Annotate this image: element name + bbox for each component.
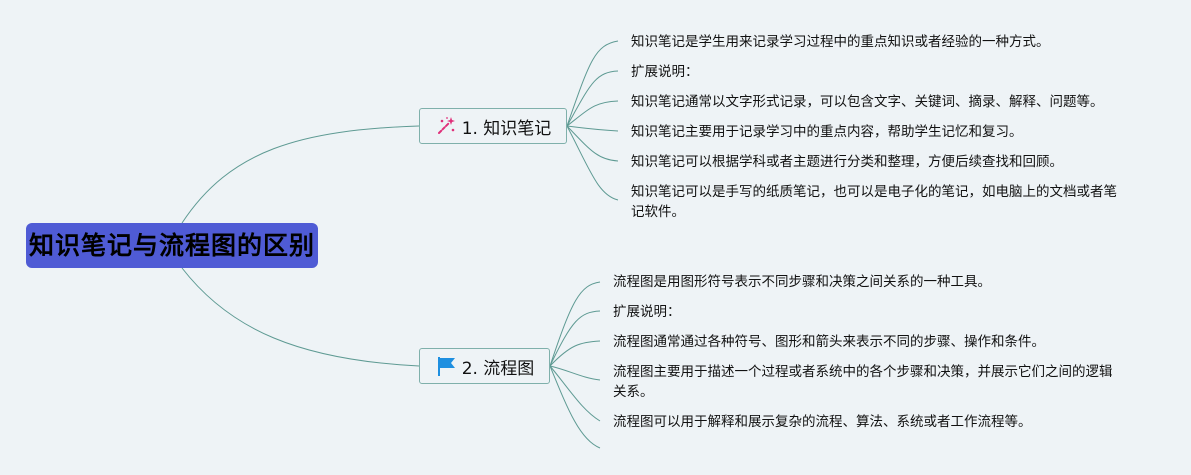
branch-1-leaf-4-connector bbox=[566, 125, 619, 132]
leaf-topic[interactable]: 知识笔记主要用于记录学习中的重点内容，帮助学生记忆和复习。 bbox=[631, 124, 1023, 140]
branch-1-leaf-2-connector bbox=[566, 70, 619, 127]
branch-topic-label: 2. 流程图 bbox=[461, 358, 535, 379]
branch-1-leaf-1-connector bbox=[566, 40, 619, 127]
leaf-topic[interactable]: 扩展说明： bbox=[613, 304, 681, 320]
leaf-topic[interactable]: 知识笔记通常以文字形式记录，可以包含文字、关键词、摘录、解释、问题等。 bbox=[631, 94, 1104, 110]
leaf-topic[interactable]: 知识笔记可以根据学科或者主题进行分类和整理，方便后续查找和回顾。 bbox=[631, 154, 1063, 170]
branch-2-leaf-5-connector bbox=[549, 365, 601, 422]
root-to-branch-1-connector bbox=[181, 125, 420, 224]
leaf-topic[interactable]: 流程图是用图形符号表示不同步骤和决策之间关系的一种工具。 bbox=[613, 274, 991, 290]
branch-topic-label: 1. 知识笔记 bbox=[461, 118, 552, 139]
flag-icon bbox=[435, 355, 457, 377]
magic-wand-icon bbox=[435, 115, 457, 137]
leaf-topic[interactable]: 流程图主要用于描述一个过程或者系统中的各个步骤和决策，并展示它们之间的逻辑关系。 bbox=[613, 364, 1113, 400]
leaf-topic[interactable]: 知识笔记可以是手写的纸质笔记，也可以是电子化的笔记，如电脑上的文档或者笔记软件。 bbox=[631, 184, 1117, 220]
branch-1-leaf-3-connector bbox=[566, 100, 619, 127]
branch-2-leaf-3-connector bbox=[549, 340, 601, 367]
branch-1-leaf-5-connector bbox=[566, 125, 619, 162]
branch-1-leaf-6-connector bbox=[566, 125, 619, 201]
branch-topic-knowledge-notes[interactable]: 1. 知识笔记 bbox=[419, 108, 567, 144]
branch-2-leaf-4-connector bbox=[549, 365, 601, 381]
leaf-topic[interactable]: 知识笔记是学生用来记录学习过程中的重点知识或者经验的一种方式。 bbox=[631, 34, 1050, 50]
branch-2-leaf-6-connector bbox=[549, 365, 601, 449]
leaf-topic[interactable]: 扩展说明： bbox=[631, 64, 699, 80]
leaf-topic[interactable]: 流程图通常通过各种符号、图形和箭头来表示不同的步骤、操作和条件。 bbox=[613, 334, 1045, 350]
leaf-topic[interactable]: 流程图可以用于解释和展示复杂的流程、算法、系统或者工作流程等。 bbox=[613, 414, 1032, 430]
branch-2-leaf-2-connector bbox=[549, 310, 601, 367]
root-to-branch-2-connector bbox=[181, 267, 420, 367]
root-topic[interactable]: 知识笔记与流程图的区别 bbox=[26, 223, 318, 268]
branch-2-leaf-1-connector bbox=[549, 281, 601, 367]
branch-topic-flowchart[interactable]: 2. 流程图 bbox=[419, 348, 550, 384]
root-topic-label: 知识笔记与流程图的区别 bbox=[28, 231, 315, 260]
